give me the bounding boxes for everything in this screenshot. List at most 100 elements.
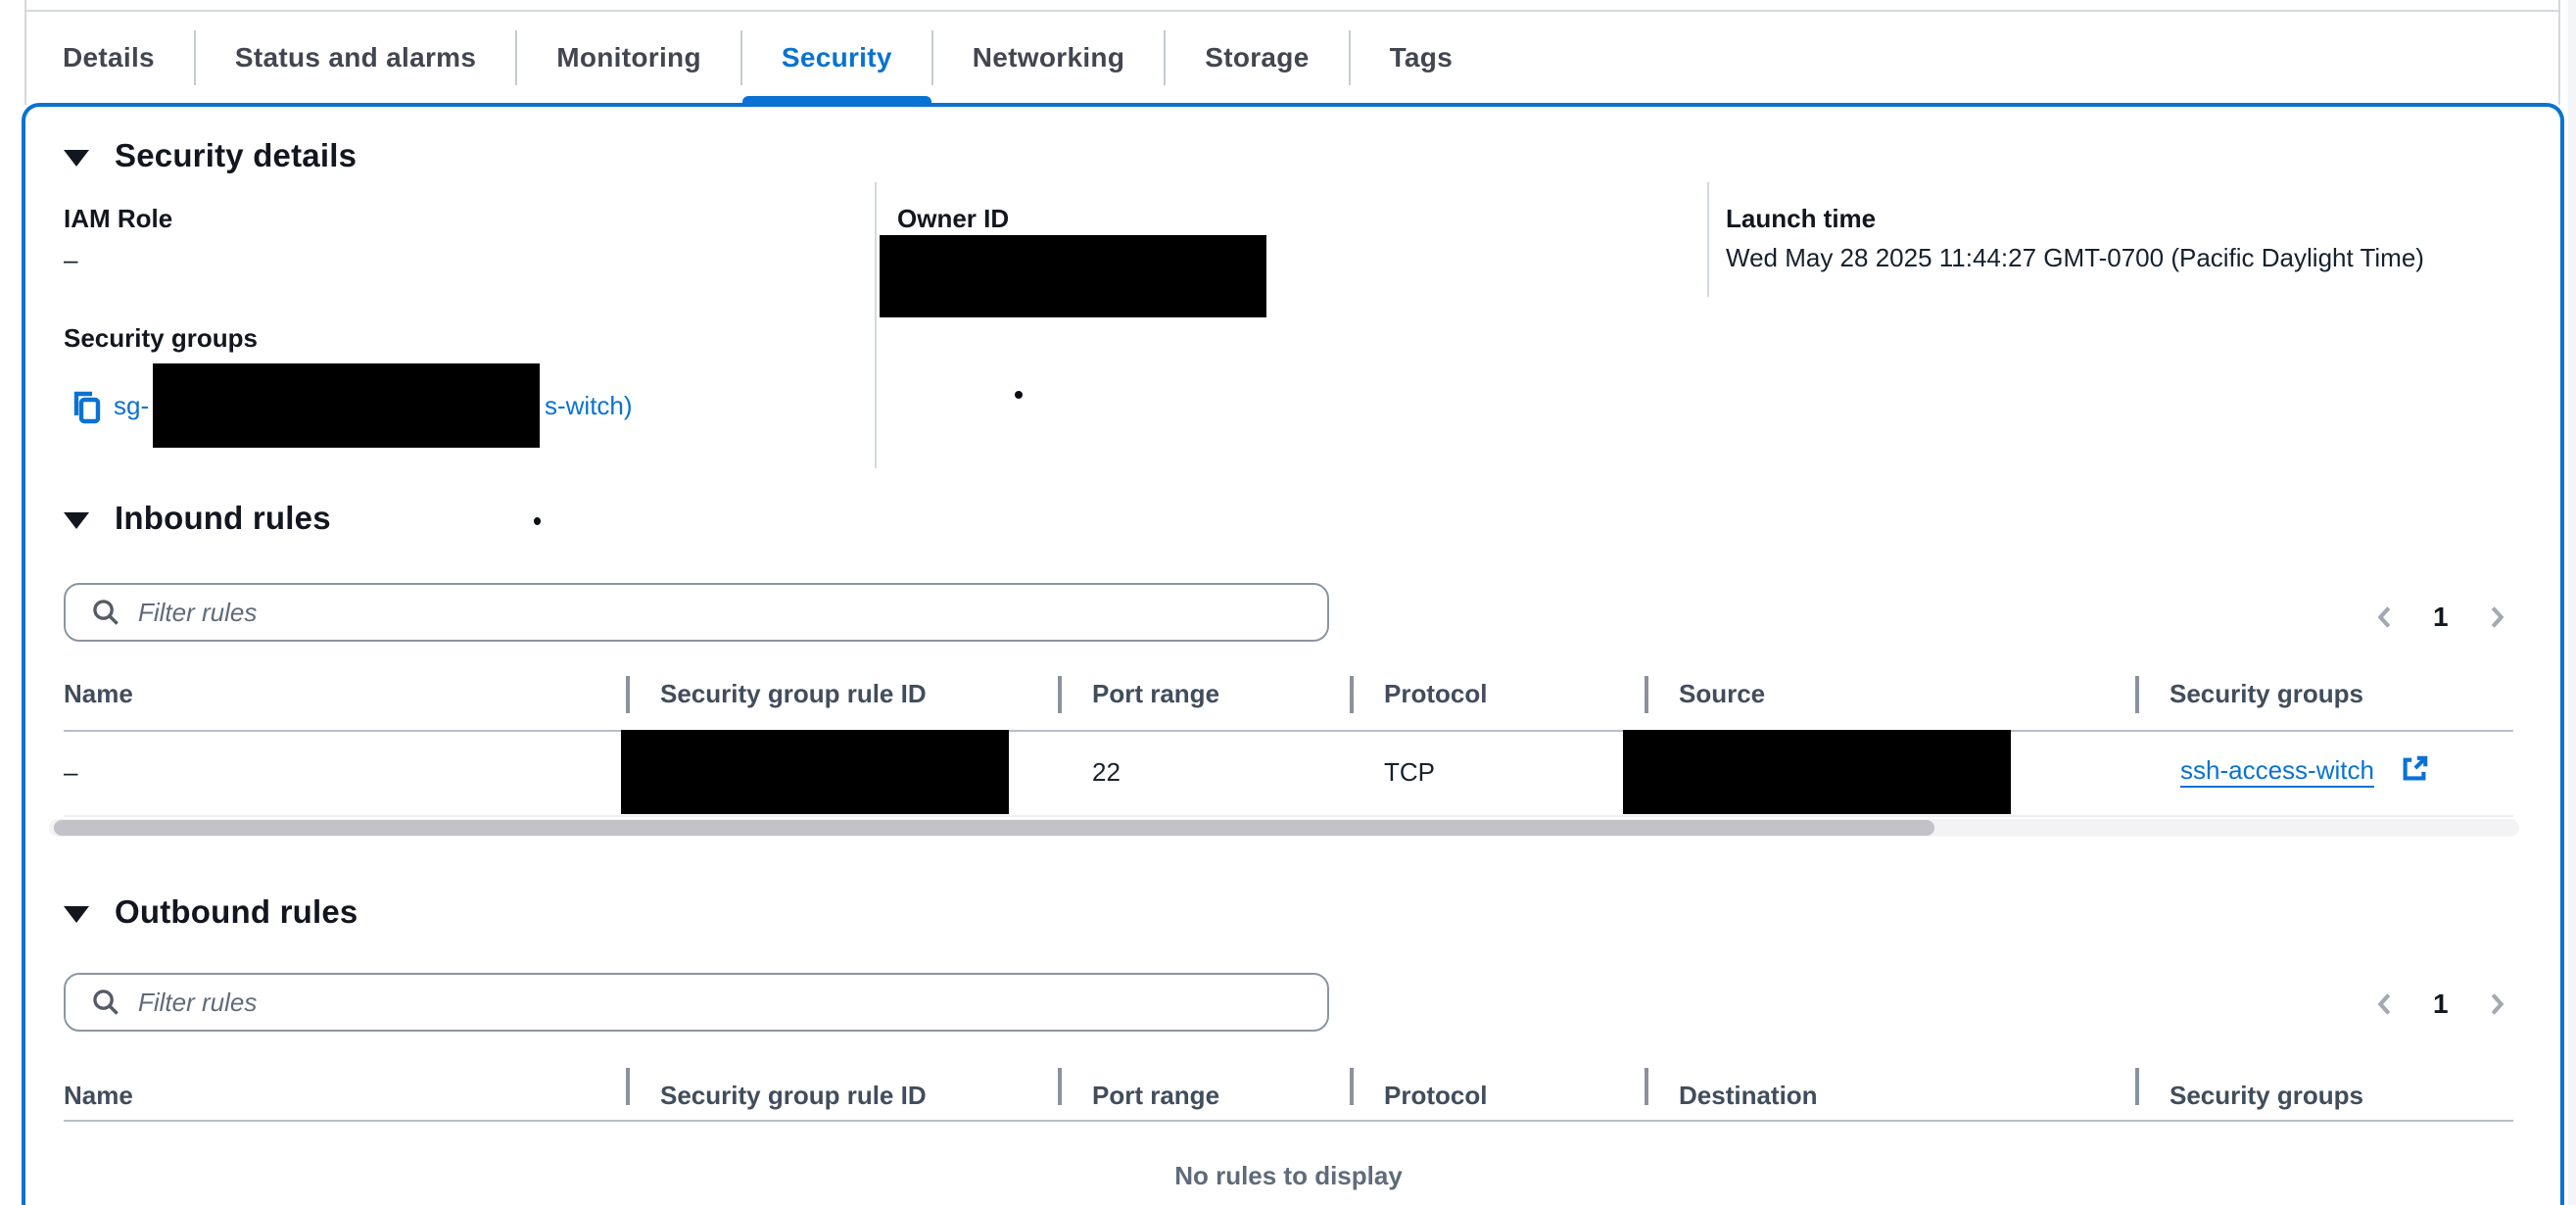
inbound-col-sg-rule-id[interactable]: Security group rule ID (660, 679, 927, 708)
launch-time-label: Launch time (1726, 204, 1877, 233)
horizontal-scrollbar-track[interactable] (49, 819, 2519, 837)
search-icon (93, 989, 119, 1015)
outbound-rules-title: Outbound rules (115, 893, 358, 930)
stray-dot (534, 517, 541, 525)
security-group-link-suffix[interactable]: s-witch) (545, 391, 633, 420)
row-border (64, 815, 2513, 817)
column-resize-handle[interactable] (626, 1068, 630, 1105)
tab-divider (739, 29, 742, 85)
redacted-security-group-id (153, 363, 540, 448)
tab-security-label: Security (781, 41, 892, 72)
inbound-rules-header[interactable]: Inbound rules (64, 500, 331, 537)
tab-divider (515, 29, 518, 85)
inbound-row-name: – (64, 757, 78, 787)
inbound-row-security-group-link[interactable]: ssh-access-witch (2180, 755, 2374, 785)
iam-role-value: – (64, 245, 78, 274)
outbound-col-protocol[interactable]: Protocol (1384, 1081, 1488, 1110)
next-page-icon[interactable] (2482, 989, 2511, 1019)
tab-divider (1348, 29, 1351, 85)
launch-time-value: Wed May 28 2025 11:44:27 GMT-0700 (Pacif… (1726, 243, 2424, 272)
right-divider (2558, 0, 2560, 105)
security-group-link-prefix[interactable]: sg- (114, 391, 150, 420)
outbound-filter-input[interactable] (138, 975, 1327, 1030)
security-panel-card (22, 103, 2564, 1205)
redacted-sg-rule-id (621, 730, 1009, 814)
tab-storage-label: Storage (1205, 41, 1310, 72)
inbound-pagination: 1 (2370, 588, 2511, 647)
outbound-col-port-range[interactable]: Port range (1092, 1081, 1220, 1110)
outbound-empty-state: No rules to display (1174, 1161, 1403, 1190)
security-groups-label: Security groups (64, 323, 258, 353)
inbound-filter-input[interactable] (138, 585, 1327, 640)
tab-status-and-alarms[interactable]: Status and alarms (196, 12, 515, 103)
column-resize-handle[interactable] (2135, 676, 2139, 713)
tab-storage[interactable]: Storage (1166, 12, 1348, 103)
inbound-filter (64, 583, 1329, 642)
previous-page-icon[interactable] (2370, 602, 2400, 632)
tab-divider (1164, 29, 1167, 85)
security-details-title: Security details (115, 137, 358, 173)
inbound-row-port-range: 22 (1092, 757, 1121, 787)
right-gutter (2568, 0, 2576, 1205)
tab-details[interactable]: Details (24, 12, 194, 103)
outbound-col-sg-rule-id[interactable]: Security group rule ID (660, 1081, 927, 1110)
tab-divider (930, 29, 933, 85)
column-resize-handle[interactable] (1645, 1068, 1648, 1105)
column-resize-handle[interactable] (1645, 676, 1648, 713)
column-divider (875, 182, 877, 468)
stray-dot (1015, 391, 1023, 399)
top-divider (24, 10, 2559, 12)
column-divider (1707, 182, 1709, 297)
column-resize-handle[interactable] (2135, 1068, 2139, 1105)
tab-tags[interactable]: Tags (1351, 12, 1492, 103)
outbound-rules-header[interactable]: Outbound rules (64, 893, 358, 931)
outbound-pagination: 1 (2370, 975, 2511, 1034)
tab-divider (193, 29, 196, 85)
column-resize-handle[interactable] (1058, 676, 1062, 713)
outbound-col-destination[interactable]: Destination (1679, 1081, 1818, 1110)
search-icon (93, 600, 119, 625)
column-resize-handle[interactable] (1350, 676, 1354, 713)
iam-role-label: IAM Role (64, 204, 173, 233)
redacted-source (1623, 730, 2011, 814)
tab-status-and-alarms-label: Status and alarms (234, 41, 477, 72)
copy-icon[interactable] (71, 390, 102, 425)
inbound-row-protocol: TCP (1384, 757, 1435, 787)
active-tab-underline (741, 96, 931, 106)
tab-bar: Details Status and alarms Monitoring Sec… (0, 12, 2556, 106)
left-divider (24, 0, 26, 105)
tab-details-label: Details (63, 41, 155, 72)
inbound-col-port-range[interactable]: Port range (1092, 679, 1220, 708)
inbound-col-protocol[interactable]: Protocol (1384, 679, 1488, 708)
horizontal-scrollbar-thumb[interactable] (54, 820, 1934, 836)
inbound-col-name[interactable]: Name (64, 679, 133, 708)
column-resize-handle[interactable] (626, 676, 630, 713)
collapse-triangle-icon (64, 905, 89, 923)
outbound-col-security-groups[interactable]: Security groups (2170, 1081, 2363, 1110)
tab-networking-label: Networking (972, 41, 1125, 72)
tab-tags-label: Tags (1389, 41, 1454, 72)
column-resize-handle[interactable] (1350, 1068, 1354, 1105)
outbound-col-name[interactable]: Name (64, 1081, 133, 1110)
redacted-owner-id (880, 235, 1266, 317)
column-resize-handle[interactable] (1058, 1068, 1062, 1105)
outbound-current-page[interactable]: 1 (2433, 988, 2449, 1019)
header-border (64, 730, 2513, 732)
inbound-current-page[interactable]: 1 (2433, 602, 2449, 632)
inbound-col-security-groups[interactable]: Security groups (2170, 679, 2363, 708)
collapse-triangle-icon (64, 511, 89, 529)
collapse-triangle-icon (64, 149, 89, 167)
header-border (64, 1120, 2513, 1122)
outbound-filter (64, 973, 1329, 1032)
security-details-header[interactable]: Security details (64, 137, 357, 174)
inbound-col-source[interactable]: Source (1679, 679, 1766, 708)
previous-page-icon[interactable] (2370, 989, 2400, 1019)
tab-monitoring[interactable]: Monitoring (517, 12, 740, 103)
tab-monitoring-label: Monitoring (556, 41, 701, 72)
next-page-icon[interactable] (2482, 602, 2511, 632)
inbound-rules-title: Inbound rules (115, 500, 331, 536)
tab-networking[interactable]: Networking (933, 12, 1164, 103)
tab-security[interactable]: Security (741, 12, 931, 106)
external-link-icon[interactable] (2400, 754, 2429, 784)
